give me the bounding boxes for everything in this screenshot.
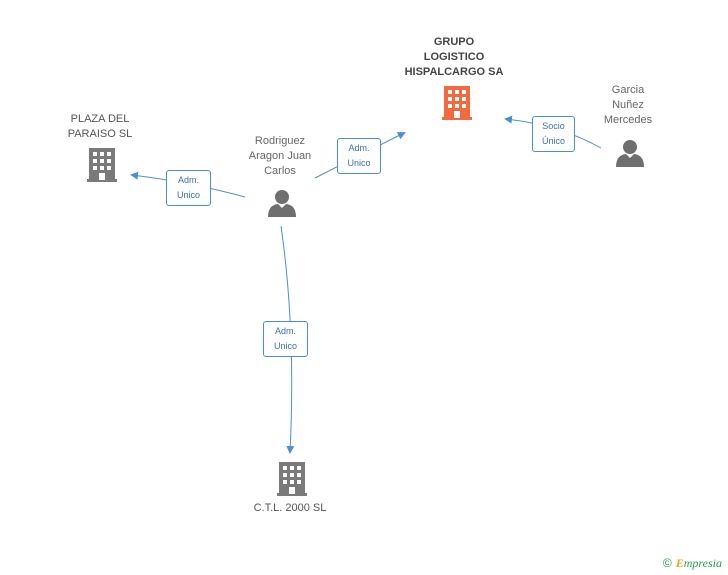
node-label-grupo[interactable]: GRUPO LOGISTICO HISPALCARGO SA: [404, 36, 504, 78]
brand-name: mpresia: [683, 556, 722, 570]
brand-initial: E: [675, 556, 684, 570]
brand-logo: ©Empresia: [663, 556, 722, 571]
node-label-plaza[interactable]: PLAZA DEL PARAISO SL: [67, 113, 133, 140]
copyright-icon: ©: [662, 556, 672, 570]
edge-label-rodriguez-grupo: Adm. Unico: [337, 138, 381, 174]
edge-label-rodriguez-plaza: Adm. Unico: [166, 170, 211, 206]
node-label-garcia[interactable]: Garcia Nuñez Mercedes: [603, 84, 653, 126]
person-icon[interactable]: [616, 140, 644, 167]
edge-label-rodriguez-ctl: Adm. Unico: [263, 321, 308, 357]
building-icon[interactable]: [442, 86, 472, 120]
building-icon[interactable]: [277, 462, 307, 496]
person-icon[interactable]: [268, 190, 296, 217]
edge-label-garcia-grupo: Socio Único: [532, 116, 575, 152]
building-icon[interactable]: [87, 148, 117, 182]
node-label-ctl[interactable]: C.T.L. 2000 SL: [253, 502, 327, 514]
node-label-rodriguez[interactable]: Rodriguez Aragon Juan Carlos: [248, 135, 312, 177]
